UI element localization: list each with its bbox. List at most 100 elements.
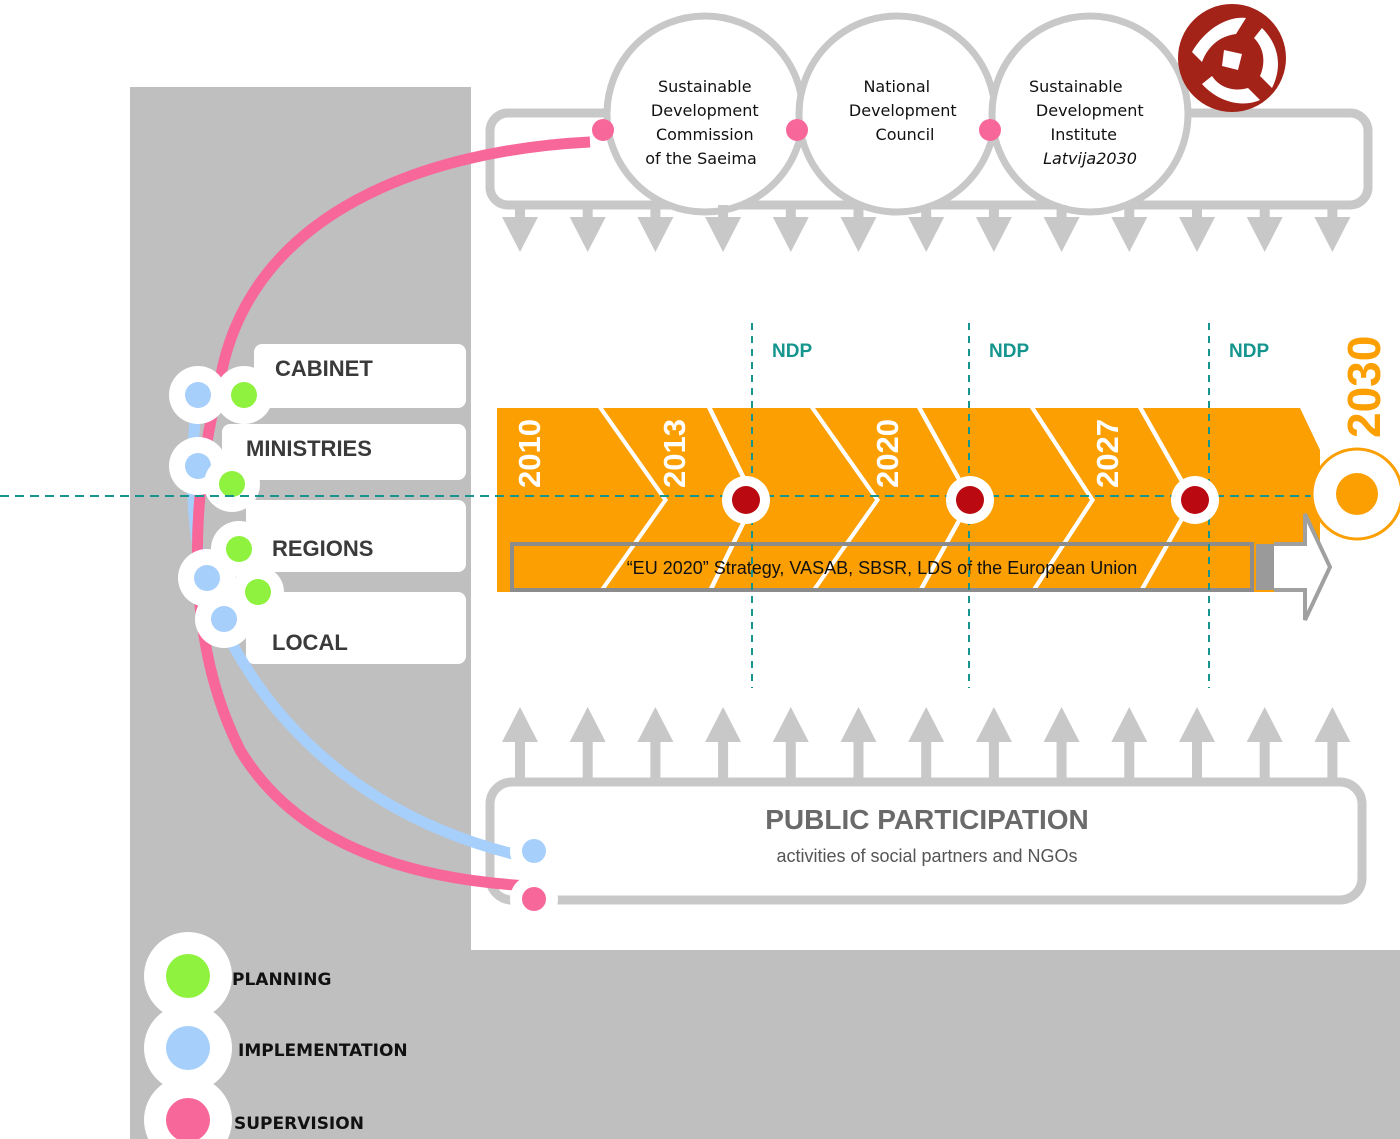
planning-dot — [226, 536, 252, 562]
down-arrow-stem — [582, 205, 593, 219]
latvija2030-logo-icon — [1178, 4, 1286, 112]
down-arrow — [705, 217, 742, 252]
down-arrow — [975, 217, 1012, 252]
up-arrow-stem — [921, 740, 932, 782]
up-arrow — [502, 707, 538, 742]
up-arrow-stem — [718, 740, 729, 782]
down-arrow-stem — [853, 205, 864, 219]
down-arrows — [502, 205, 1351, 252]
year-2013: 2013 — [657, 419, 692, 488]
up-arrow — [1179, 707, 1215, 742]
institution-circle — [988, 12, 1192, 216]
down-arrow-stem — [785, 205, 796, 219]
ndp-markers — [722, 476, 1219, 524]
down-arrow — [908, 217, 945, 252]
down-arrow — [840, 217, 877, 252]
institution-texts: Sustainable Development Commission of th… — [645, 77, 1148, 168]
up-arrow-stem — [785, 740, 796, 782]
down-arrow — [772, 217, 809, 252]
up-arrow — [908, 707, 945, 742]
up-arrow — [569, 707, 606, 742]
implementation-dot — [194, 565, 220, 591]
up-arrow — [1246, 707, 1283, 742]
up-arrow — [1043, 707, 1080, 742]
ministries-label: MINISTRIES — [246, 436, 372, 461]
implementation-dot — [522, 839, 546, 863]
down-arrow-stem — [515, 205, 525, 219]
up-arrow-stem — [1056, 740, 1067, 782]
up-arrow-stem — [988, 740, 999, 782]
cabinet-box — [254, 344, 466, 408]
year-labels: 2010 2013 2020 2027 — [512, 419, 1125, 488]
year-2027: 2027 — [1090, 419, 1125, 488]
implementation-dot — [185, 453, 211, 479]
up-arrow-stem — [1259, 740, 1270, 782]
implementation-dot — [185, 382, 211, 408]
regions-box — [246, 500, 466, 572]
up-arrow-stem — [1327, 740, 1338, 782]
legend-planning-label: PLANNING — [232, 970, 331, 990]
down-arrow-stem — [1327, 205, 1338, 219]
up-arrow — [637, 707, 674, 742]
down-arrow — [502, 217, 538, 252]
planning-dot — [219, 471, 245, 497]
year-2020: 2020 — [870, 419, 905, 488]
ndp-label: NDP — [989, 341, 1029, 362]
down-arrow — [1111, 217, 1148, 252]
public-participation-subtitle: activities of social partners and NGOs — [776, 846, 1077, 866]
legend-implementation-swatch — [166, 1026, 210, 1070]
down-arrow-stem — [921, 205, 932, 219]
up-arrow-stem — [1124, 740, 1135, 782]
legend-planning-swatch — [166, 954, 210, 998]
ndp-labels: NDP NDP NDP — [772, 341, 1269, 362]
local-label: LOCAL — [272, 630, 348, 655]
planning-dot — [231, 382, 257, 408]
up-arrow-stem — [1192, 740, 1202, 782]
legend-supervision-label: SUPERVISION — [234, 1114, 364, 1134]
institution-label: National Development Council — [849, 77, 961, 144]
down-arrow — [569, 217, 606, 252]
implementation-dot — [211, 606, 237, 632]
down-arrow-stem — [1259, 205, 1270, 219]
institution-supervision-dots — [592, 119, 1001, 141]
eu-strategy-arrow — [1274, 513, 1333, 621]
ndp-marker-core — [732, 486, 760, 514]
up-arrow — [975, 707, 1012, 742]
eu-strategy-label: “EU 2020” Strategy, VASAB, SBSR, LDS of … — [627, 558, 1138, 578]
regions-label: REGIONS — [272, 536, 373, 561]
ndp-marker-core — [956, 486, 984, 514]
up-arrow-stem — [650, 740, 661, 782]
down-arrow-stem — [1124, 205, 1135, 219]
public-participation-title: PUBLIC PARTICIPATION — [765, 804, 1089, 835]
level-boxes — [222, 344, 466, 664]
up-arrow — [840, 707, 877, 742]
planning-dot — [245, 579, 271, 605]
up-arrow-stem — [582, 740, 593, 782]
cabinet-label: CABINET — [275, 356, 373, 381]
level-dots — [169, 366, 558, 923]
institution-label: Sustainable Development Institute Latvij… — [1029, 77, 1148, 168]
up-arrow-stem — [515, 740, 525, 782]
up-arrow — [772, 707, 809, 742]
up-arrow — [1314, 707, 1351, 742]
target-2030-dot — [1336, 473, 1378, 515]
down-arrow — [1246, 217, 1283, 252]
down-arrow-stem — [718, 205, 729, 219]
local-box — [246, 592, 466, 664]
down-arrow — [1179, 217, 1215, 252]
supervision-dot — [522, 887, 546, 911]
up-arrow — [705, 707, 742, 742]
down-arrow-stem — [988, 205, 999, 219]
up-arrows — [502, 707, 1351, 782]
ndp-label: NDP — [1229, 341, 1269, 362]
year-2010: 2010 — [512, 419, 547, 488]
public-participation-box — [485, 777, 1367, 905]
level-labels: CABINET MINISTRIES REGIONS LOCAL — [246, 356, 373, 655]
down-arrow-stem — [1192, 205, 1202, 219]
target-year-label: 2030 — [1338, 336, 1390, 438]
down-arrow — [637, 217, 674, 252]
eu-strategy-bar — [510, 542, 1254, 592]
down-arrow-stem — [650, 205, 661, 219]
down-arrow — [1043, 217, 1080, 252]
